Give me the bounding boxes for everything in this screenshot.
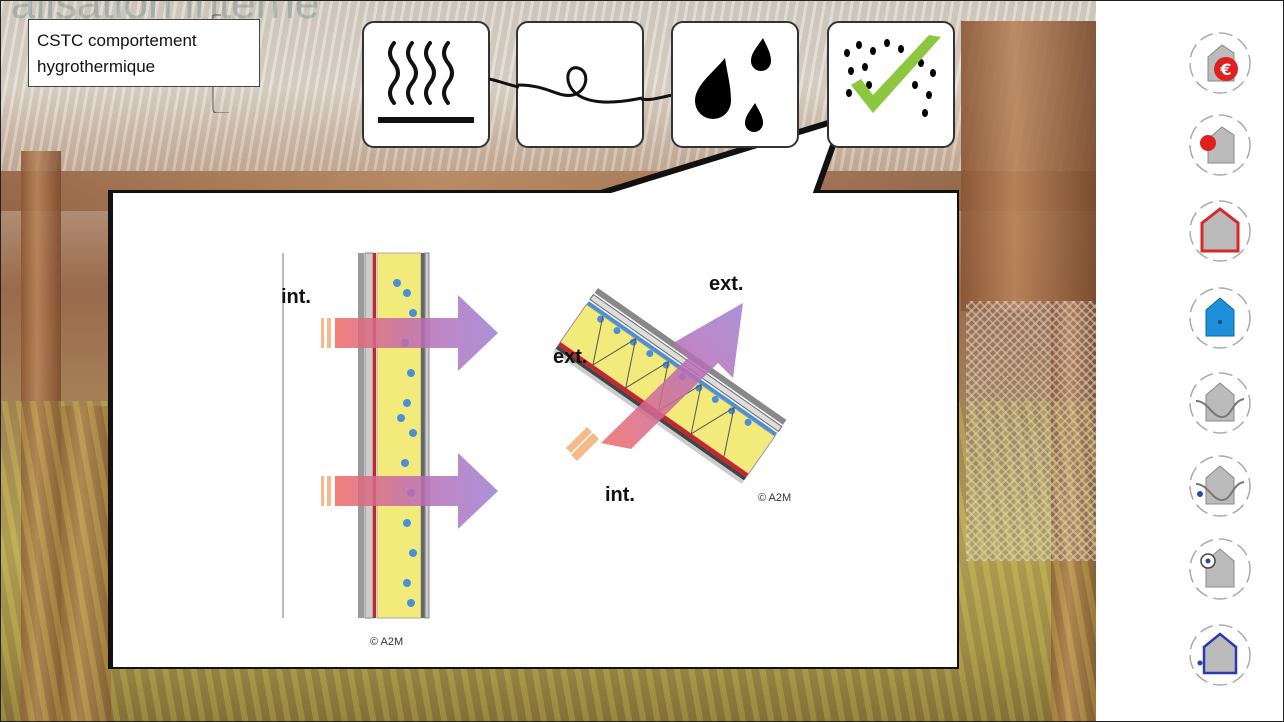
moisture-curve-icon[interactable] bbox=[1188, 454, 1252, 518]
title-line-1: CSTC comportement bbox=[37, 31, 197, 50]
roof-label-int: int. bbox=[605, 484, 635, 506]
title-box: CSTC comportement hygrothermique bbox=[28, 19, 260, 87]
condensation-point-icon[interactable] bbox=[1188, 537, 1252, 601]
wood-post-left bbox=[61, 406, 111, 721]
right-sidebar bbox=[1096, 1, 1283, 721]
air-flow-button[interactable] bbox=[516, 21, 644, 148]
heat-radiation-button[interactable] bbox=[362, 21, 490, 148]
wall-copyright: © A2M bbox=[370, 636, 403, 648]
wall-section-diagram: int. © A2M bbox=[281, 252, 498, 648]
water-drops-button[interactable] bbox=[671, 21, 799, 148]
acoustic-point-icon[interactable] bbox=[1188, 113, 1252, 177]
roof-label-ext-left: ext. bbox=[553, 346, 587, 368]
water-drops-icon bbox=[695, 38, 771, 132]
water-protection-icon[interactable] bbox=[1188, 286, 1252, 350]
title-connector-line bbox=[212, 14, 229, 113]
connector-line-left bbox=[489, 77, 519, 89]
wood-post bbox=[21, 151, 61, 721]
thermal-curve-icon[interactable] bbox=[1188, 371, 1252, 435]
roof-copyright: © A2M bbox=[758, 492, 791, 504]
metal-mesh bbox=[966, 301, 1096, 561]
wood-rafter bbox=[961, 21, 1096, 311]
airtight-outline-icon[interactable] bbox=[1188, 199, 1252, 263]
roof-section-diagram: ext. ext. int. © A2M bbox=[553, 273, 791, 506]
title-line-2: hygrothermique bbox=[37, 57, 156, 76]
vapor-diffusion-diagram: int. © A2M bbox=[281, 252, 791, 648]
air-flow-icon bbox=[517, 66, 643, 104]
heat-radiation-icon bbox=[378, 41, 474, 123]
cost-euro-icon[interactable]: € bbox=[1188, 31, 1252, 95]
vapor-outline-icon[interactable] bbox=[1188, 623, 1252, 687]
svg-text:€: € bbox=[1219, 60, 1231, 79]
connector-line-right bbox=[641, 93, 673, 101]
wall-label-int: int. bbox=[281, 286, 311, 308]
wood-post-right bbox=[1051, 301, 1096, 721]
diagram-panel: int. © A2M bbox=[113, 193, 957, 667]
rain-check-icon bbox=[844, 35, 941, 117]
rain-check-button[interactable] bbox=[827, 21, 955, 148]
roof-label-ext-top: ext. bbox=[709, 273, 743, 295]
